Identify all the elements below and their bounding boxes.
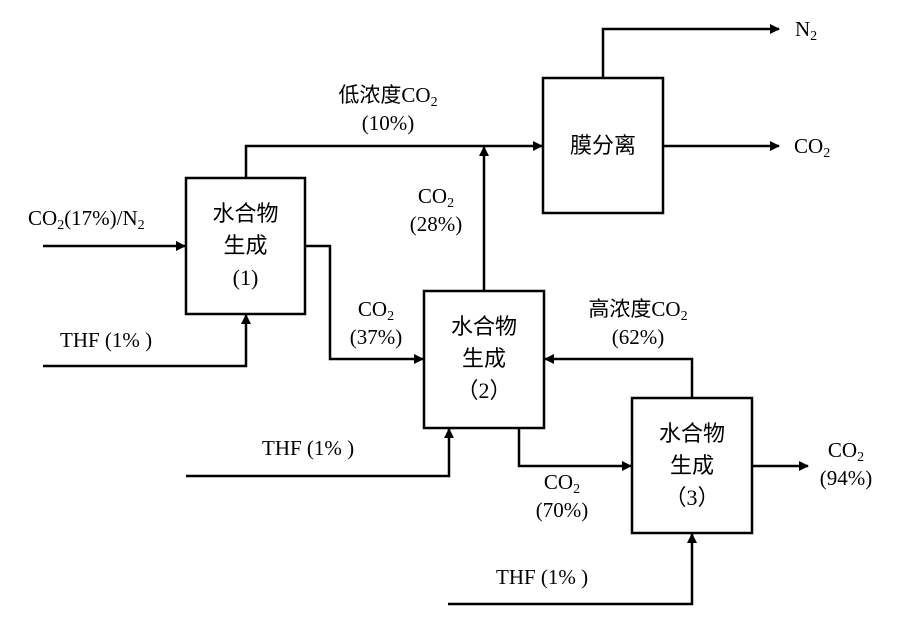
unit1-box xyxy=(184,176,307,316)
s94-name: CO xyxy=(827,438,858,462)
low-conc-arrow xyxy=(244,141,543,178)
thf2-label: THF (1% ) xyxy=(262,436,354,460)
unit2-box xyxy=(422,289,546,430)
co2-out-label: CO2 xyxy=(794,134,831,161)
low-conc-label: 低浓度CO2 (10%) xyxy=(318,83,458,135)
co2-70-label: CO2 (70%) xyxy=(522,470,602,522)
co2-94-label: CO2 (94%) xyxy=(806,438,886,490)
high-conc-name: 高浓度CO xyxy=(588,297,681,321)
co2-70-arrow xyxy=(517,428,632,471)
n2-out-label: N2 xyxy=(795,17,818,44)
feed-mid: (17%)/N xyxy=(64,206,138,230)
unit3-line2: 生成 xyxy=(669,453,714,478)
unit1-line1: 水合物 xyxy=(212,201,279,226)
s37-sub: 2 xyxy=(387,309,395,324)
s70-pct: (70%) xyxy=(535,498,589,522)
high-conc-pct: (62%) xyxy=(611,325,665,349)
unit2-label: 水合物 生成 （2） xyxy=(424,311,544,407)
unit1-label: 水合物 生成 (1) xyxy=(186,198,305,294)
co2-37-arrow xyxy=(305,244,424,364)
unit2-line3: （2） xyxy=(456,378,512,403)
co2-out-sub: 2 xyxy=(823,146,831,161)
unit1-line3: (1) xyxy=(232,265,259,290)
s70-sub: 2 xyxy=(573,482,581,497)
thf2-arrow xyxy=(186,428,454,478)
s94-sub: 2 xyxy=(857,450,865,465)
feed-co: CO xyxy=(28,206,58,230)
unit1-line2: 生成 xyxy=(223,233,268,258)
feed-label: CO2(17%)/N2 xyxy=(28,206,145,233)
unit2-line2: 生成 xyxy=(461,346,506,371)
thf2-text: THF (1% ) xyxy=(262,436,355,460)
unit2-line1: 水合物 xyxy=(450,314,517,339)
thf3-text: THF (1% ) xyxy=(496,565,589,589)
thf3-arrow xyxy=(448,533,697,606)
co2-out-name: CO xyxy=(794,134,824,158)
s94-pct: (94%) xyxy=(819,466,873,490)
thf3-label: THF (1% ) xyxy=(496,565,588,589)
membrane-label: 膜分离 xyxy=(543,130,663,162)
low-conc-pct: (10%) xyxy=(361,111,415,135)
unit3-line3: （3） xyxy=(664,485,720,510)
n2-name: N xyxy=(795,17,811,41)
feed-sub: 2 xyxy=(57,218,65,233)
n2-sub: 2 xyxy=(810,29,818,44)
thf1-label: THF (1% ) xyxy=(60,328,152,352)
co2-28-label: CO2 (28%) xyxy=(396,184,476,236)
s70-name: CO xyxy=(543,470,574,494)
feed-sub2: 2 xyxy=(137,218,145,233)
s28-pct: (28%) xyxy=(409,212,463,236)
membrane-text: 膜分离 xyxy=(569,133,636,158)
co2-37-label: CO2 (37%) xyxy=(336,297,416,349)
high-conc-sub: 2 xyxy=(680,309,688,324)
low-conc-name: 低浓度CO xyxy=(338,83,431,107)
n2-out-arrow xyxy=(601,24,780,78)
high-conc-arrow xyxy=(544,354,694,398)
unit3-label: 水合物 生成 （3） xyxy=(632,418,752,514)
s28-name: CO xyxy=(417,184,448,208)
thf1-arrow xyxy=(43,314,251,368)
unit3-line1: 水合物 xyxy=(658,421,725,446)
high-conc-label: 高浓度CO2 (62%) xyxy=(568,297,708,349)
s37-pct: (37%) xyxy=(349,325,403,349)
low-conc-sub: 2 xyxy=(430,95,438,110)
s28-sub: 2 xyxy=(447,196,455,211)
s37-name: CO xyxy=(357,297,388,321)
thf1-text: THF (1% ) xyxy=(60,328,153,352)
